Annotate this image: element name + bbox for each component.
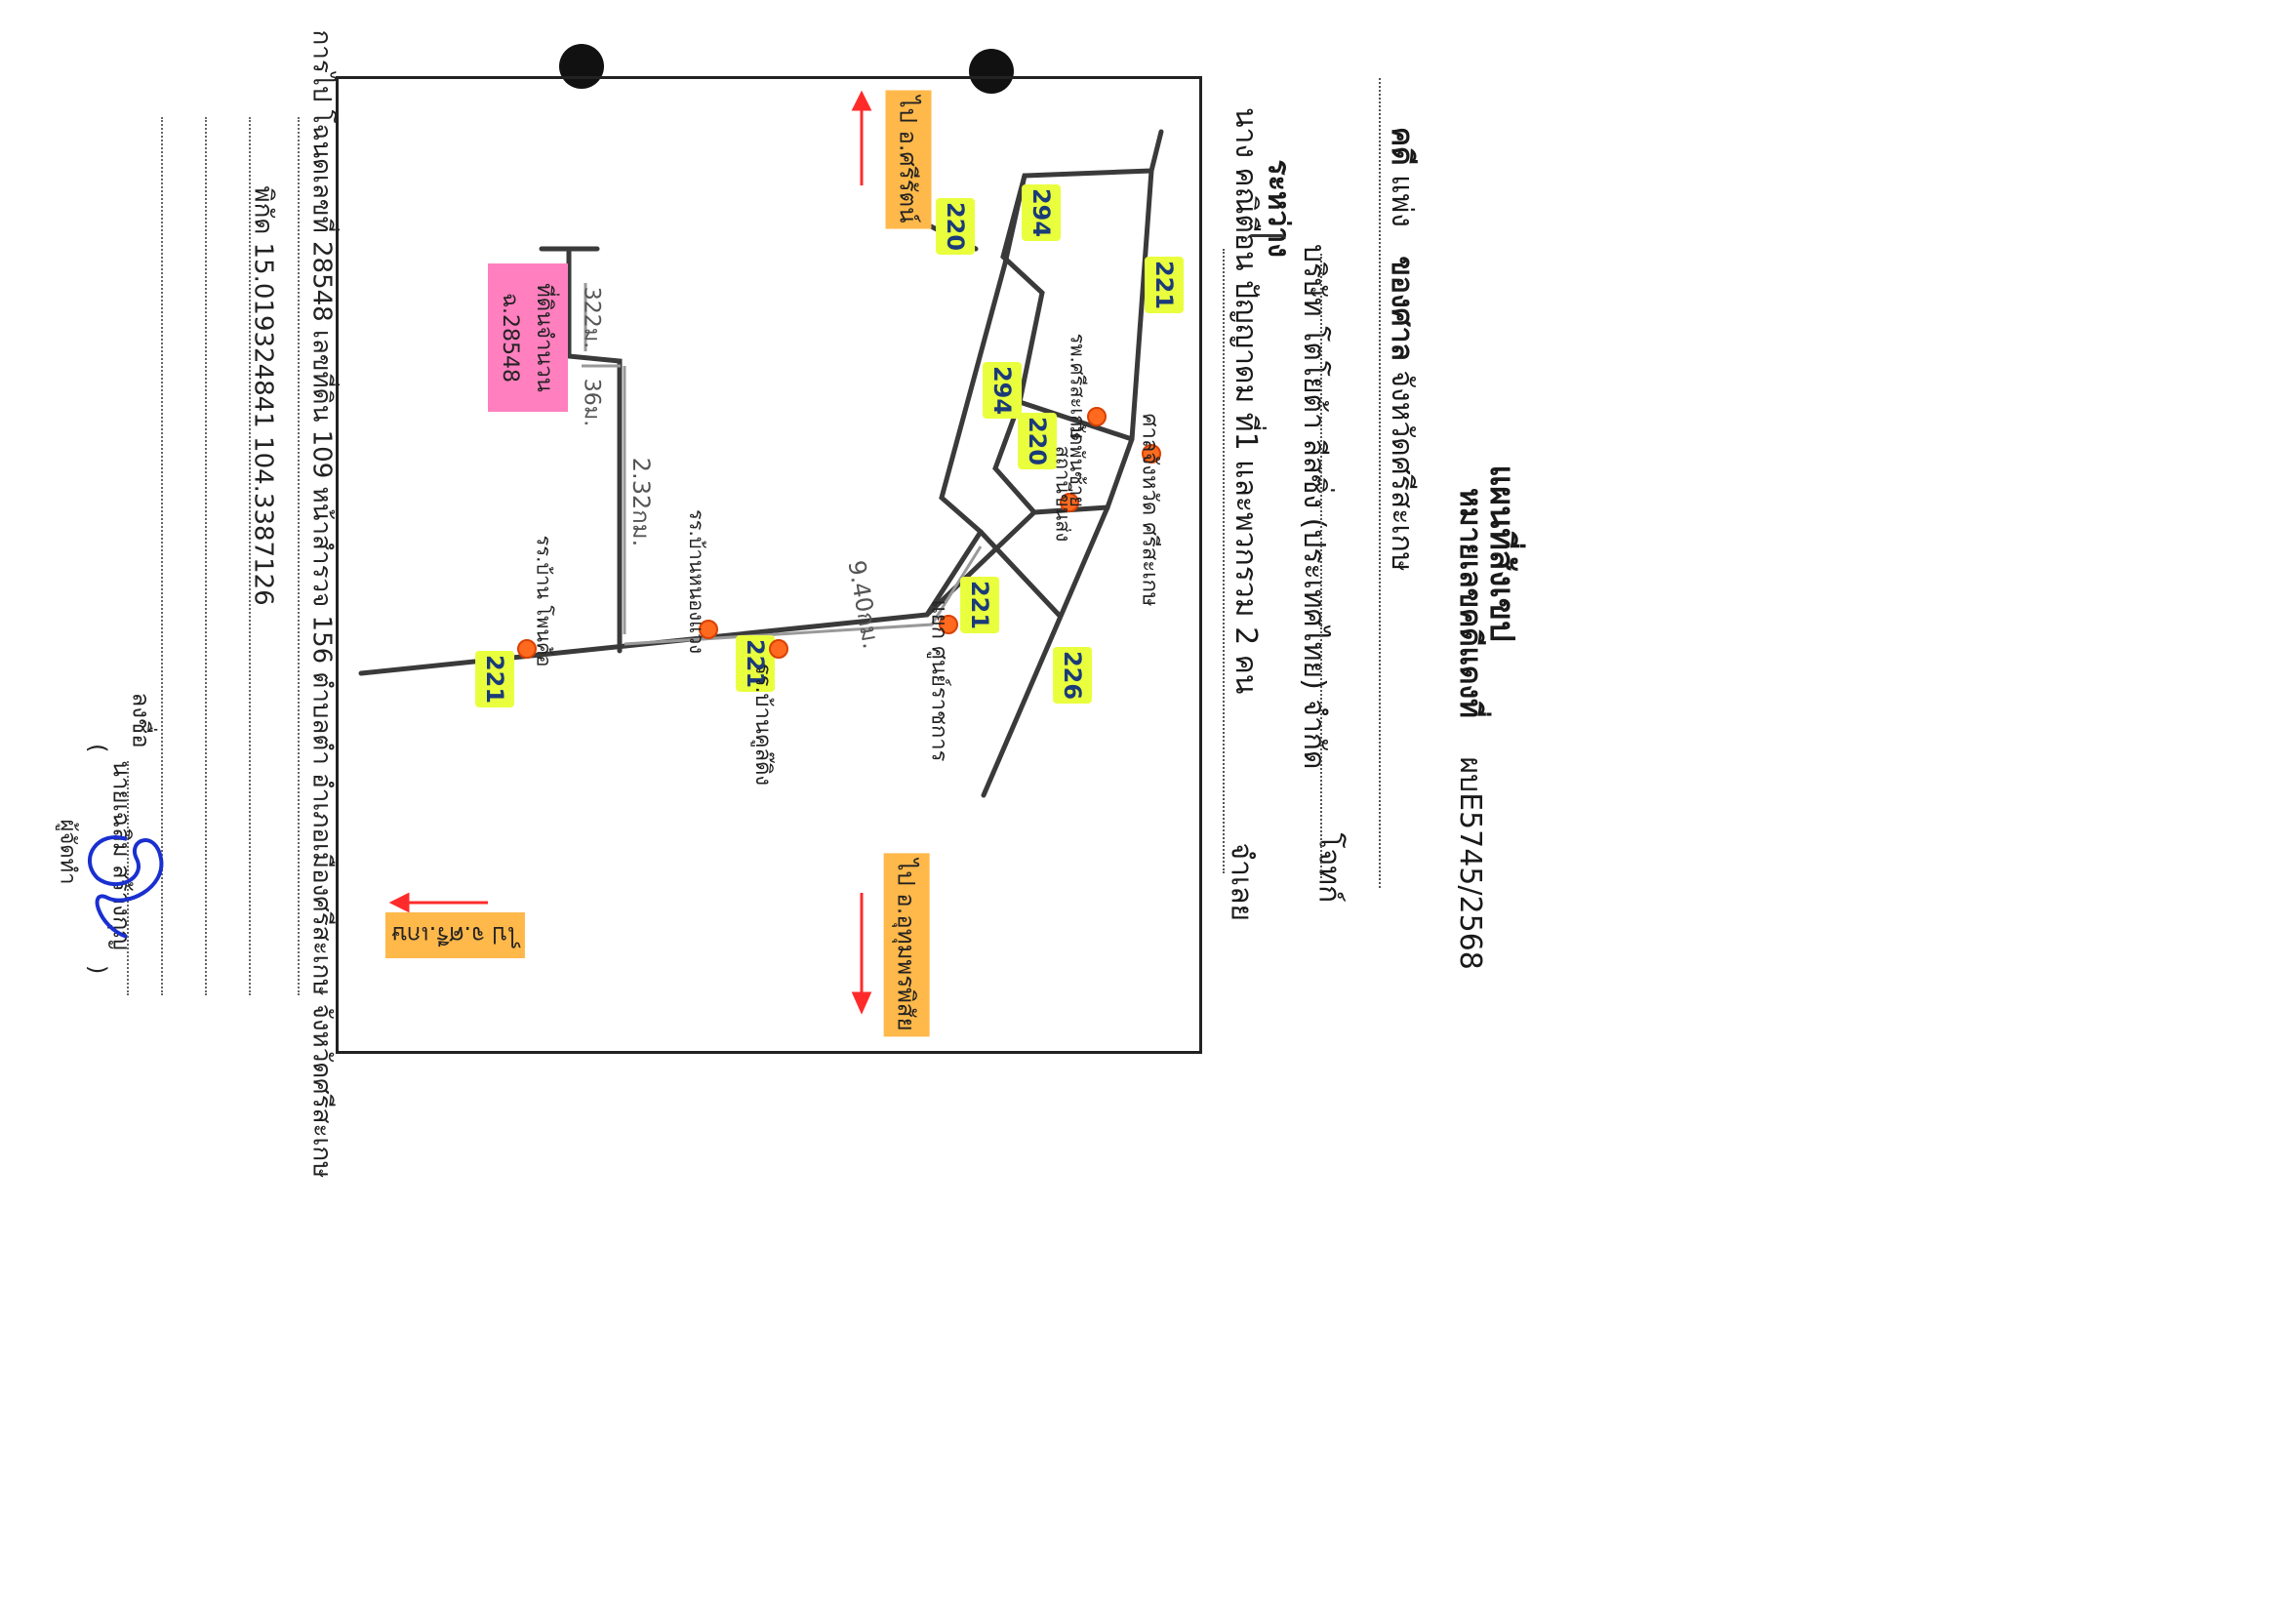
binder-hole-right: [969, 49, 1014, 94]
dotted-rule-1: [1379, 78, 1381, 888]
target-plot-id: ฉ.28548: [498, 293, 522, 383]
road-221-b: [924, 529, 984, 618]
distance-1: 322ม.: [579, 286, 604, 349]
target-plot-label: ที่ดินจำนวน ฉ.28548: [488, 263, 568, 412]
sign-paren-close: ): [84, 965, 111, 975]
landmark-dot-bus: [1060, 493, 1079, 512]
sign-label: ลงชื่อ: [127, 692, 155, 748]
arrow-south-head: [851, 991, 872, 1015]
destination-west: ไป จ.ศรี.เกษ: [385, 912, 525, 958]
place-junction: แยก ศูนย์ราชการ: [926, 599, 951, 762]
arrow-west-head: [388, 892, 410, 913]
footer-dotted-3: [205, 117, 207, 995]
footer-dotted-4: [161, 117, 163, 995]
footer-dotted-1: [298, 117, 300, 995]
road-226: [981, 504, 1110, 798]
landmark-dot-junction: [939, 615, 958, 634]
place-school-3: รร.บ้าน โพนค้อ: [532, 535, 556, 667]
dotted-rule-2: [1320, 254, 1322, 878]
party-bracket: [1247, 234, 1286, 245]
sign-dotted-line: [127, 761, 129, 995]
road-294: [939, 173, 1027, 535]
footer-dotted-2: [249, 117, 251, 995]
dotted-rule-3: [1223, 249, 1225, 873]
distance-3: 2.32กม.: [627, 457, 656, 547]
road-label-294-top: 294: [1022, 183, 1062, 242]
road-ring: [1017, 399, 1135, 442]
arrow-north-head: [851, 90, 872, 111]
road-label-226: 226: [1053, 646, 1093, 705]
place-school-2: รร.บ้านหนองแวง: [684, 509, 708, 654]
landmark-dot-school-3: [517, 639, 537, 659]
landmark-dot-hospital: [1087, 407, 1107, 426]
land-description: การไป โฉนดเลขที่ 28548 เลขที่ดิน 109 หน้…: [306, 29, 337, 1179]
target-plot-caption: ที่ดินจำนวน: [532, 283, 556, 392]
road-label-220-top: 220: [936, 197, 976, 256]
road-label-221-right: 221: [1145, 256, 1185, 314]
destination-south: ไป อ.อุทุมพรพิสัย: [883, 853, 930, 1037]
road-branch: [566, 249, 623, 654]
road-label-221-left: 221: [475, 650, 515, 708]
landmark-dot-school-1: [769, 639, 788, 659]
binder-hole-left: [559, 44, 604, 89]
road-label-294-mid: 294: [983, 361, 1023, 420]
place-temple: วัดพันซ้าย: [1065, 422, 1089, 507]
landmark-dot-school-2: [699, 620, 718, 639]
landmark-dot-court: [1142, 444, 1161, 464]
place-school-1: รร.บ้านคูล๊ดิง: [750, 663, 776, 786]
distance-guide-1: [624, 545, 983, 646]
place-court: ศาลจังหวัด ศรีสะเกษ: [1137, 413, 1162, 607]
distance-2: 36ม.: [579, 378, 604, 427]
road-226-b: [978, 529, 1062, 618]
map-frame: [336, 76, 1202, 1054]
destination-north: ไป อ.ศรีรัตน์: [885, 90, 932, 229]
road-label-221-junction: 221: [960, 576, 1000, 634]
signature: [87, 835, 164, 939]
